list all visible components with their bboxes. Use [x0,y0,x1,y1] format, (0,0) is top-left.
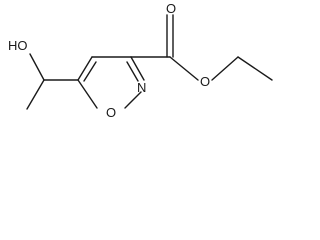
atom-label-carbonyl-oxygen: O [166,1,176,16]
structure-diagram: HO O N O O [8,1,273,120]
bond-o-c5 [77,79,98,109]
bond-c3-n-inner [126,61,139,82]
atom-label-ester-oxygen: O [200,74,210,89]
atom-label-ring-oxygen: O [106,105,116,120]
bond-chiral-oh [29,53,45,81]
bond-chiral-methyl [26,79,45,110]
bond-n-o [124,91,142,109]
atom-label-ring-nitrogen: N [137,80,146,95]
bond-ester-o-ch2 [211,56,239,81]
bond-c5-c4 [77,56,93,81]
bond-ch2-ch3 [237,56,273,81]
bond-c5-c4-inner [83,61,97,82]
bond-c3-n [130,56,145,81]
atom-label-hydroxyl: HO [8,38,28,53]
bond-carbonyl-ester-o [169,56,199,81]
